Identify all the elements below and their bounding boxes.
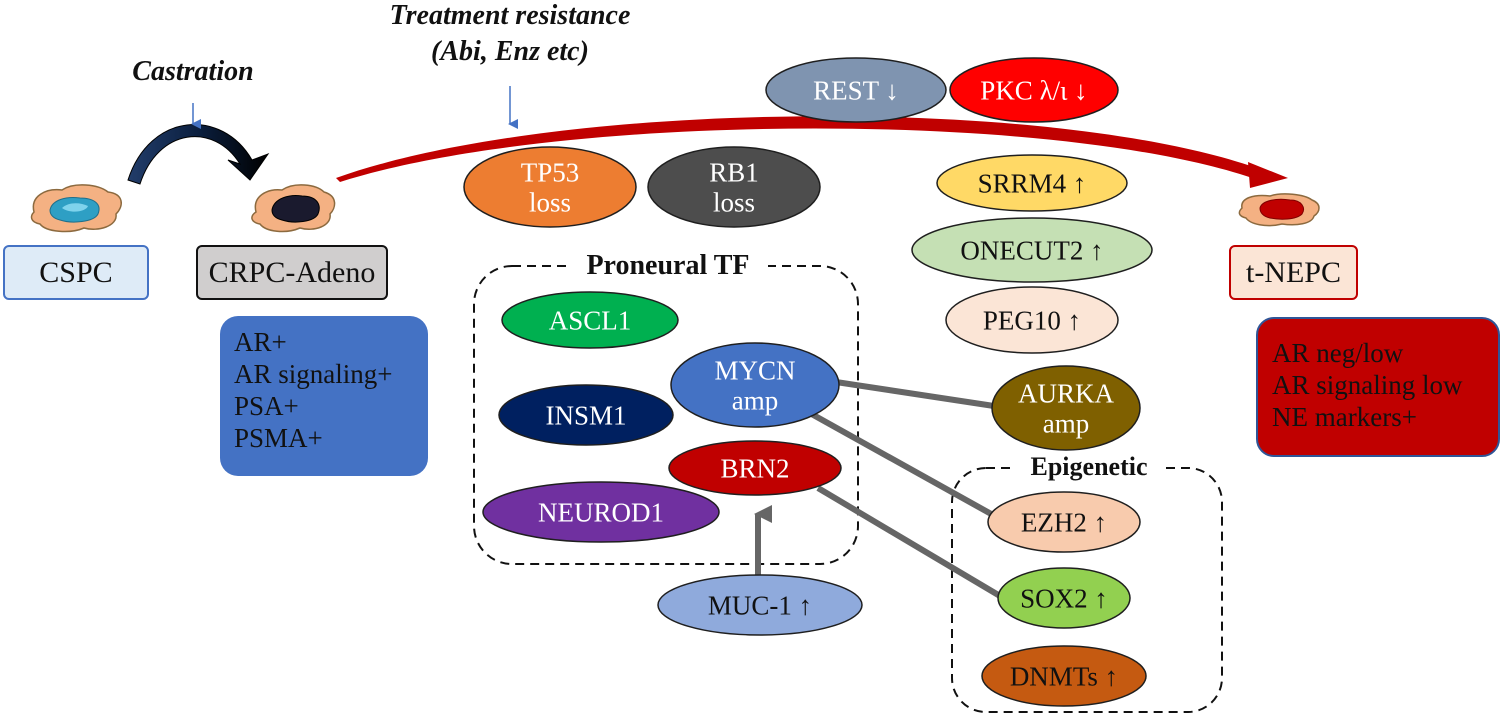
castration-label: Castration [132, 56, 254, 87]
brn2-label-line1: BRN2 [720, 453, 789, 483]
brn2-ellipse [668, 440, 842, 496]
treatment-resistance-line2: (Abi, Enz etc) [431, 36, 589, 67]
mycn-ellipse [670, 342, 840, 428]
mycn-aurka-connector [835, 379, 995, 409]
rest-label-line1: REST ↓ [813, 75, 899, 105]
insm1-label-line1: INSM1 [545, 400, 626, 430]
tp53-label-line2: loss [529, 188, 571, 218]
mycn-label-line1: MYCN [714, 355, 795, 385]
connectors [754, 379, 1004, 599]
muc1-ellipse [657, 574, 863, 636]
peg10-ellipse [945, 286, 1119, 354]
sox2-node: SOX2 ↑ [997, 567, 1131, 629]
rest-ellipse [765, 57, 947, 123]
pkc-node: PKC λ/ι ↓ [949, 57, 1119, 123]
ascl1-node: ASCL1 [501, 291, 679, 349]
rest-node: REST ↓ [765, 57, 947, 123]
mycn-label-line2: amp [732, 386, 779, 416]
treatment-resistance-label: Treatment resistance (Abi, Enz etc) [360, 0, 660, 70]
cspc-cell-icon [30, 184, 122, 233]
proneural-label-bg [568, 250, 768, 284]
srrm4-node: SRRM4 ↑ [936, 154, 1128, 212]
neurod1-ellipse [482, 481, 720, 543]
ezh2-ellipse [987, 491, 1141, 553]
brn2-sox2-connector [816, 485, 1002, 599]
brn2-node: BRN2 [668, 440, 842, 496]
proneural-tf-label: Proneural TF [586, 250, 750, 281]
treatment-resistance-line1: Treatment resistance [389, 0, 631, 31]
nepc-cell-icon [1238, 193, 1320, 227]
sox2-label-line1: SOX2 ↑ [1020, 583, 1108, 613]
insm1-ellipse [498, 384, 674, 446]
ezh2-node: EZH2 ↑ [987, 491, 1141, 553]
rb1-label-line1: RB1 [709, 157, 759, 187]
rb1-ellipse [647, 146, 821, 228]
crpc-marker-item: AR+ [234, 327, 287, 357]
dnmts-label-line1: DNMTs ↑ [1010, 661, 1118, 691]
tp53-label-line1: TP53 [521, 157, 580, 187]
muc1-node: MUC-1 ↑ [657, 574, 863, 636]
dnmts-ellipse [981, 645, 1147, 707]
ascl1-label-line1: ASCL1 [549, 305, 632, 335]
muc1-label-line1: MUC-1 ↑ [708, 590, 812, 620]
castration-arrow [127, 124, 270, 185]
srrm4-ellipse [936, 154, 1128, 212]
pkc-ellipse [949, 57, 1119, 123]
nepc-marker-item: AR neg/low [1272, 338, 1404, 368]
t-nepc-stage-box: t-NEPC [1229, 245, 1358, 300]
epigenetic-label: Epigenetic [1030, 452, 1148, 481]
tp53-ellipse [463, 146, 637, 228]
ezh2-label-line1: EZH2 ↑ [1021, 507, 1107, 537]
neurod1-node: NEUROD1 [482, 481, 720, 543]
progression-arc [336, 116, 1288, 188]
onecut2-label-line1: ONECUT2 ↑ [960, 235, 1103, 265]
crpc-adeno-markers: AR+AR signaling+PSA+PSMA+ [220, 316, 428, 476]
aurka-label-line1: AURKA [1018, 378, 1115, 408]
onecut2-node: ONECUT2 ↑ [911, 217, 1153, 283]
peg10-node: PEG10 ↑ [945, 286, 1119, 354]
pkc-label-line1: PKC λ/ι ↓ [980, 75, 1087, 105]
cspc-stage-box: CSPC [3, 245, 149, 300]
srrm4-label-line1: SRRM4 ↑ [978, 168, 1087, 198]
crpc-marker-item: PSA+ [234, 391, 299, 421]
nepc-marker-item: NE markers+ [1272, 402, 1417, 432]
epigenetic-label-bg [1014, 452, 1164, 486]
crpc-cell-icon [251, 184, 336, 233]
peg10-label-line1: PEG10 ↑ [983, 305, 1081, 335]
rb1-label-line2: loss [713, 188, 755, 218]
crpc-marker-item: PSMA+ [234, 423, 323, 453]
aurka-ellipse [991, 365, 1141, 451]
sox2-ellipse [997, 567, 1131, 629]
nepc-marker-item: AR signaling low [1272, 370, 1463, 400]
mycn-ezh2-connector [788, 399, 1004, 523]
neurod1-label-line1: NEUROD1 [538, 497, 664, 527]
insm1-node: INSM1 [498, 384, 674, 446]
crpc-adeno-stage-box: CRPC-Adeno [196, 245, 388, 300]
ascl1-ellipse [501, 291, 679, 349]
onecut2-ellipse [911, 217, 1153, 283]
epigenetic-group [951, 467, 1223, 713]
crpc-marker-item: AR signaling+ [234, 359, 393, 389]
dnmts-node: DNMTs ↑ [981, 645, 1147, 707]
aurka-label-line2: amp [1043, 409, 1090, 439]
